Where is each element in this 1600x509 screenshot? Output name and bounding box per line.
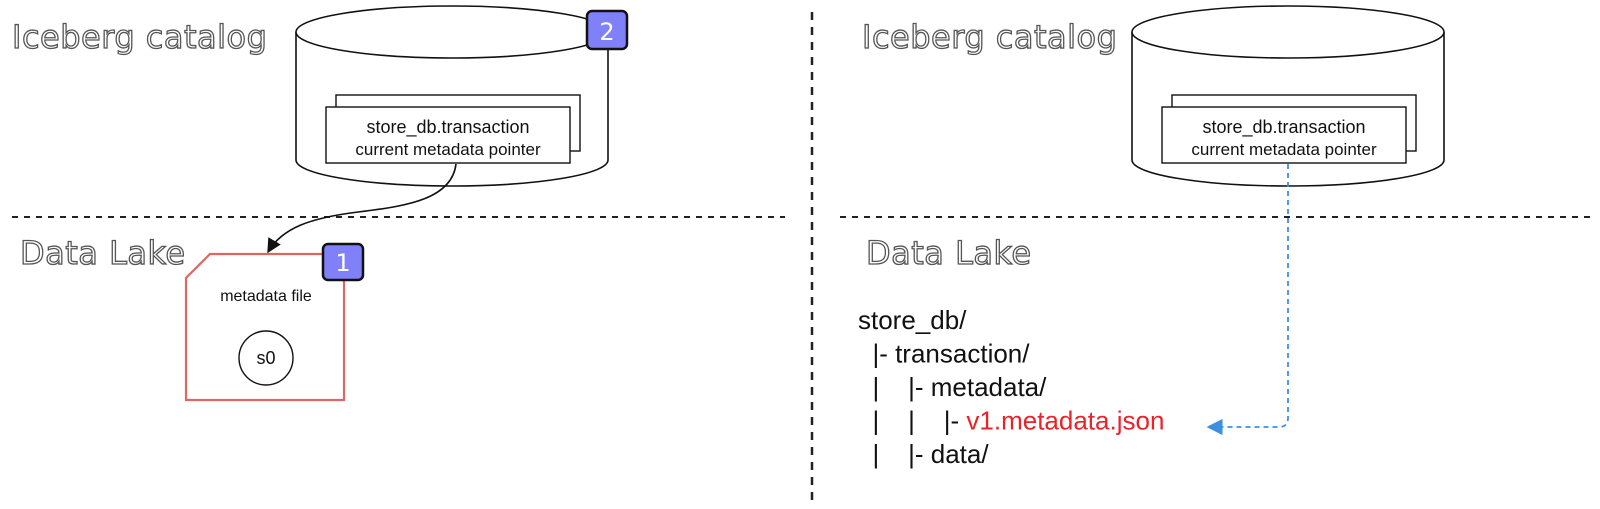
tree-line-path: | |- metadata/ [858,372,1047,402]
left-catalog-title: Iceberg catalog [12,18,267,56]
badge-1: 1 [321,242,365,282]
right-pointer-arrow [1206,164,1289,436]
tree-line-path: | |- data/ [858,439,989,469]
metadata-file-icon: metadata file s0 [184,252,346,402]
tree-line: | | |- v1.metadata.json [858,406,1164,436]
right-catalog-title: Iceberg catalog [862,18,1117,56]
left-pointer-arrow [267,163,457,254]
right-lake-title: Data Lake [866,234,1032,272]
snapshot-label: s0 [256,348,275,368]
right-table-card: store_db.transaction current metadata po… [1161,94,1417,164]
tree-line-path: store_db/ [858,305,967,335]
tree-line: |- transaction/ [858,339,1030,369]
metadata-json-file: v1.metadata.json [966,406,1164,436]
tree-line: store_db/ [858,305,967,335]
metadata-file-label: metadata file [220,288,312,305]
tree-line-path: |- transaction/ [858,339,1030,369]
badge-1-label: 1 [335,249,350,277]
badge-2-label: 2 [599,18,614,46]
right-pointer-label: current metadata pointer [1191,140,1377,159]
snapshot-circle [238,330,294,386]
right-table-name: store_db.transaction [1202,117,1365,138]
directory-tree: store_db/ |- transaction/ | |- metadata/… [858,305,1164,469]
left-lake-title: Data Lake [20,234,186,272]
tree-line: | |- data/ [858,439,989,469]
badge-2: 2 [585,9,629,51]
tree-line: | |- metadata/ [858,372,1047,402]
tree-line-path: | | |- [858,406,966,436]
left-pointer-label: current metadata pointer [355,140,541,159]
left-table-name: store_db.transaction [366,117,529,138]
left-table-card: store_db.transaction current metadata po… [325,94,581,164]
